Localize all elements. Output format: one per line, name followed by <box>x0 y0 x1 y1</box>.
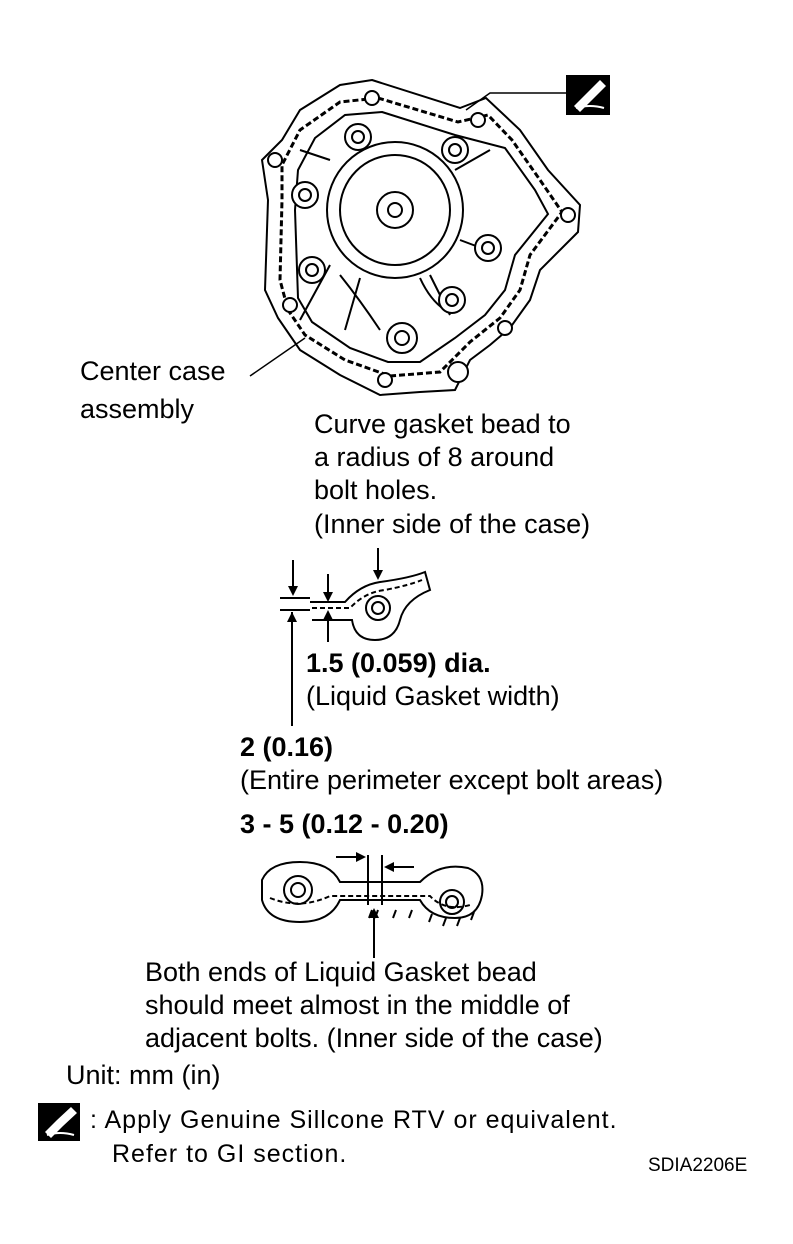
flange-hole <box>497 320 513 336</box>
case-bolt <box>438 286 466 314</box>
case-bolt <box>441 136 469 164</box>
ends-note: adjacent bolts. (Inner side of the case) <box>145 1023 603 1053</box>
dia-desc: (Liquid Gasket width) <box>306 681 560 711</box>
dia-value: 1.5 (0.059) dia. <box>306 648 491 678</box>
arrowhead <box>323 592 333 602</box>
flat-bolt-hole-right-inner <box>445 895 459 909</box>
bearing-center <box>387 202 403 218</box>
arrowhead <box>288 586 298 596</box>
case-rib <box>299 149 501 331</box>
flange-hole <box>364 90 380 106</box>
case-bolt <box>291 181 319 209</box>
flat-bolt-hole-left <box>283 875 313 905</box>
perimeter-value: 2 (0.16) <box>240 732 334 762</box>
sealant-applicator-icon <box>566 75 610 115</box>
flat-bolt-hole-right <box>439 889 465 915</box>
case-bolt <box>344 123 372 151</box>
gasket-bead-outline <box>278 96 564 378</box>
ends-note: should meet almost in the middle of <box>145 990 570 1020</box>
ends-note: Both ends of Liquid Gasket bead <box>145 957 537 987</box>
curve-note: (Inner side of the case) <box>314 509 591 539</box>
curve-note: Curve gasket bead to <box>314 409 571 439</box>
bearing-inner <box>376 191 414 229</box>
range-value: 3 - 5 (0.12 - 0.20) <box>240 809 449 839</box>
flat-gasket-bead <box>269 895 471 909</box>
case-rib <box>339 274 446 331</box>
section-gasket <box>312 579 423 609</box>
center-case-leader-line <box>249 337 306 377</box>
legend-text: Refer to GI section. <box>112 1140 348 1168</box>
arrowhead <box>373 570 383 580</box>
legend-text: : Apply Genuine Sillcone RTV or equivale… <box>90 1106 618 1134</box>
case-inner-outline <box>293 110 550 363</box>
flat-flange <box>261 860 484 924</box>
figure-code: SDIA2206E <box>648 1155 748 1176</box>
sealant-applicator-icon <box>38 1103 80 1141</box>
arrowhead <box>369 908 379 918</box>
center-case-label: Center case <box>80 356 226 386</box>
flange-hole <box>267 152 283 168</box>
flange-hole <box>282 297 298 313</box>
bearing-ring <box>339 154 451 266</box>
perimeter-desc: (Entire perimeter except bolt areas) <box>240 765 664 795</box>
section-flange <box>310 570 432 642</box>
flange-hole <box>447 361 469 383</box>
sealant-leader-line <box>465 92 566 111</box>
flat-bolt-hole-left-inner <box>290 882 306 898</box>
curve-note: bolt holes. <box>314 475 438 505</box>
case-bolt <box>474 234 502 262</box>
flange-hole <box>377 372 393 388</box>
section-bolt-hole <box>365 595 391 621</box>
flange-hole <box>470 112 486 128</box>
arrowhead <box>323 610 333 620</box>
case-bolt <box>386 322 418 354</box>
flange-hole <box>560 207 576 223</box>
unit-label: Unit: mm (in) <box>66 1060 221 1090</box>
bearing-bore <box>326 141 464 279</box>
center-case-label: assembly <box>80 394 195 424</box>
arrowhead <box>356 852 366 862</box>
case-outer-outline <box>260 78 582 397</box>
case-bolt <box>298 256 326 284</box>
section-bolt-hole-inner <box>371 601 385 615</box>
arrowhead <box>287 612 297 622</box>
arrowhead <box>384 862 394 872</box>
curve-note: a radius of 8 around <box>314 442 555 472</box>
